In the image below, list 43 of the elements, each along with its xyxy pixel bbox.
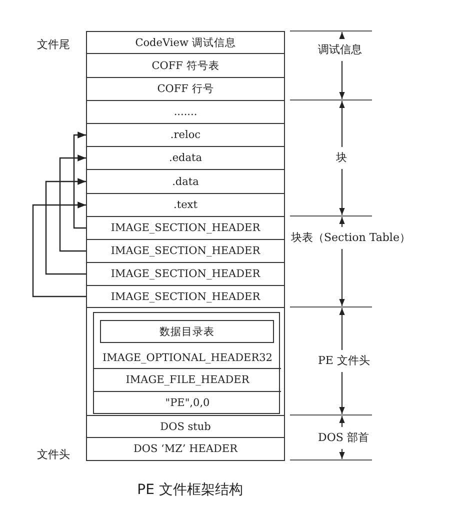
arrow bbox=[73, 132, 86, 229]
side-label: 文件头 bbox=[37, 448, 70, 462]
section-label: ....... bbox=[172, 105, 198, 119]
section-label: .reloc bbox=[169, 128, 202, 142]
section-box bbox=[86, 100, 285, 124]
section-box bbox=[86, 77, 285, 101]
section-box bbox=[86, 415, 285, 438]
dimension-label: PE 文件头 bbox=[318, 354, 370, 368]
section-label: DOS ‘MZ’ HEADER bbox=[132, 442, 239, 456]
section-label: DOS stub bbox=[159, 420, 212, 434]
section-box bbox=[86, 123, 285, 147]
section-label: .edata bbox=[168, 151, 203, 165]
section-box bbox=[86, 437, 285, 461]
section-label: IMAGE_SECTION_HEADER bbox=[110, 267, 262, 281]
section-label: IMAGE_SECTION_HEADER bbox=[110, 221, 262, 235]
section-box bbox=[86, 53, 285, 78]
dimension-label: 调试信息 bbox=[318, 43, 362, 57]
dimension-label: 块 bbox=[336, 151, 347, 165]
section-label: IMAGE_FILE_HEADER bbox=[124, 373, 250, 387]
arrow bbox=[59, 154, 86, 252]
section-box bbox=[86, 169, 285, 194]
section-box bbox=[86, 239, 285, 263]
section-box bbox=[86, 285, 285, 308]
section-label: .text bbox=[172, 198, 198, 212]
section-label: .data bbox=[171, 175, 200, 189]
section-label: "PE",0,0 bbox=[164, 396, 211, 410]
section-label: COFF 符号表 bbox=[150, 59, 220, 73]
section-box bbox=[86, 31, 285, 54]
section-label: COFF 行号 bbox=[156, 82, 215, 96]
section-label: IMAGE_SECTION_HEADER bbox=[110, 290, 262, 304]
section-label: CodeView 调试信息 bbox=[134, 36, 237, 50]
side-label: 文件尾 bbox=[37, 38, 70, 52]
arrow bbox=[32, 202, 86, 298]
section-box bbox=[86, 146, 285, 170]
section-box bbox=[100, 320, 274, 343]
section-label: IMAGE_OPTIONAL_HEADER32 bbox=[102, 351, 274, 365]
section-box bbox=[86, 262, 285, 286]
arrow bbox=[45, 178, 86, 275]
section-box bbox=[86, 193, 285, 217]
section-label: 数据目录表 bbox=[158, 325, 216, 339]
dimension-label: DOS 部首 bbox=[318, 431, 369, 445]
section-box bbox=[86, 216, 285, 240]
section-label: IMAGE_SECTION_HEADER bbox=[110, 244, 262, 258]
